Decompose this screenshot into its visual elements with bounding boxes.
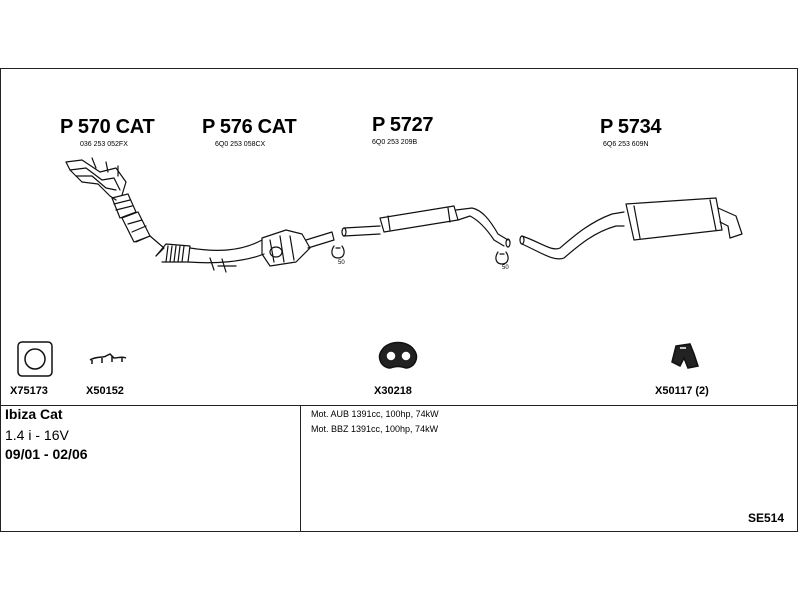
accessory-code-x50152: X50152 [86,385,124,397]
gasket-icon-x75173 [17,341,53,377]
vehicle-years: 09/01 - 02/06 [5,446,88,462]
rear-silencer-drawing [519,197,743,260]
hanger-symbol-2 [495,251,509,265]
oem-number-p5727: 6Q0 253 209B [372,139,418,146]
diagram-reference: SE514 [748,511,785,525]
catalyst-drawing [261,229,335,267]
manifold-catalyst-drawing [65,157,165,257]
rubber-mount-icon-x30218 [378,341,418,369]
part-code-p576: P 576 CAT [202,116,297,138]
diagram-frame [0,68,798,532]
hanger-icon-x50117 [671,343,699,369]
clamp-icon-x50152 [89,353,127,364]
hanger-qty-1: 50 [338,260,345,266]
middle-silencer-drawing [341,205,511,248]
part-code-p5727: P 5727 [372,114,434,136]
vehicle-engine: 1.4 i - 16V [5,427,69,443]
section-divider-vertical [300,405,301,531]
oem-number-p5734: 6Q6 253 609N [603,141,649,148]
hanger-symbol-1 [331,245,345,259]
oem-number-p576: 6Q0 253 058CX [215,141,266,148]
part-code-p5734: P 5734 [600,116,662,138]
motor-spec-1: Mot. AUB 1391cc, 100hp, 74kW [311,409,439,419]
vehicle-name: Ibiza Cat [5,406,63,422]
part-code-p570: P 570 CAT [60,116,155,138]
flex-pipe-drawing [155,239,265,273]
oem-number-p570: 036 253 052FX [80,141,128,148]
hanger-qty-2: 50 [502,265,509,271]
accessory-code-x75173: X75173 [10,385,48,397]
motor-spec-2: Mot. BBZ 1391cc, 100hp, 74kW [311,424,439,434]
accessory-code-x50117: X50117 (2) [655,385,709,397]
section-divider-horizontal [1,405,797,406]
accessory-code-x30218: X30218 [374,385,412,397]
